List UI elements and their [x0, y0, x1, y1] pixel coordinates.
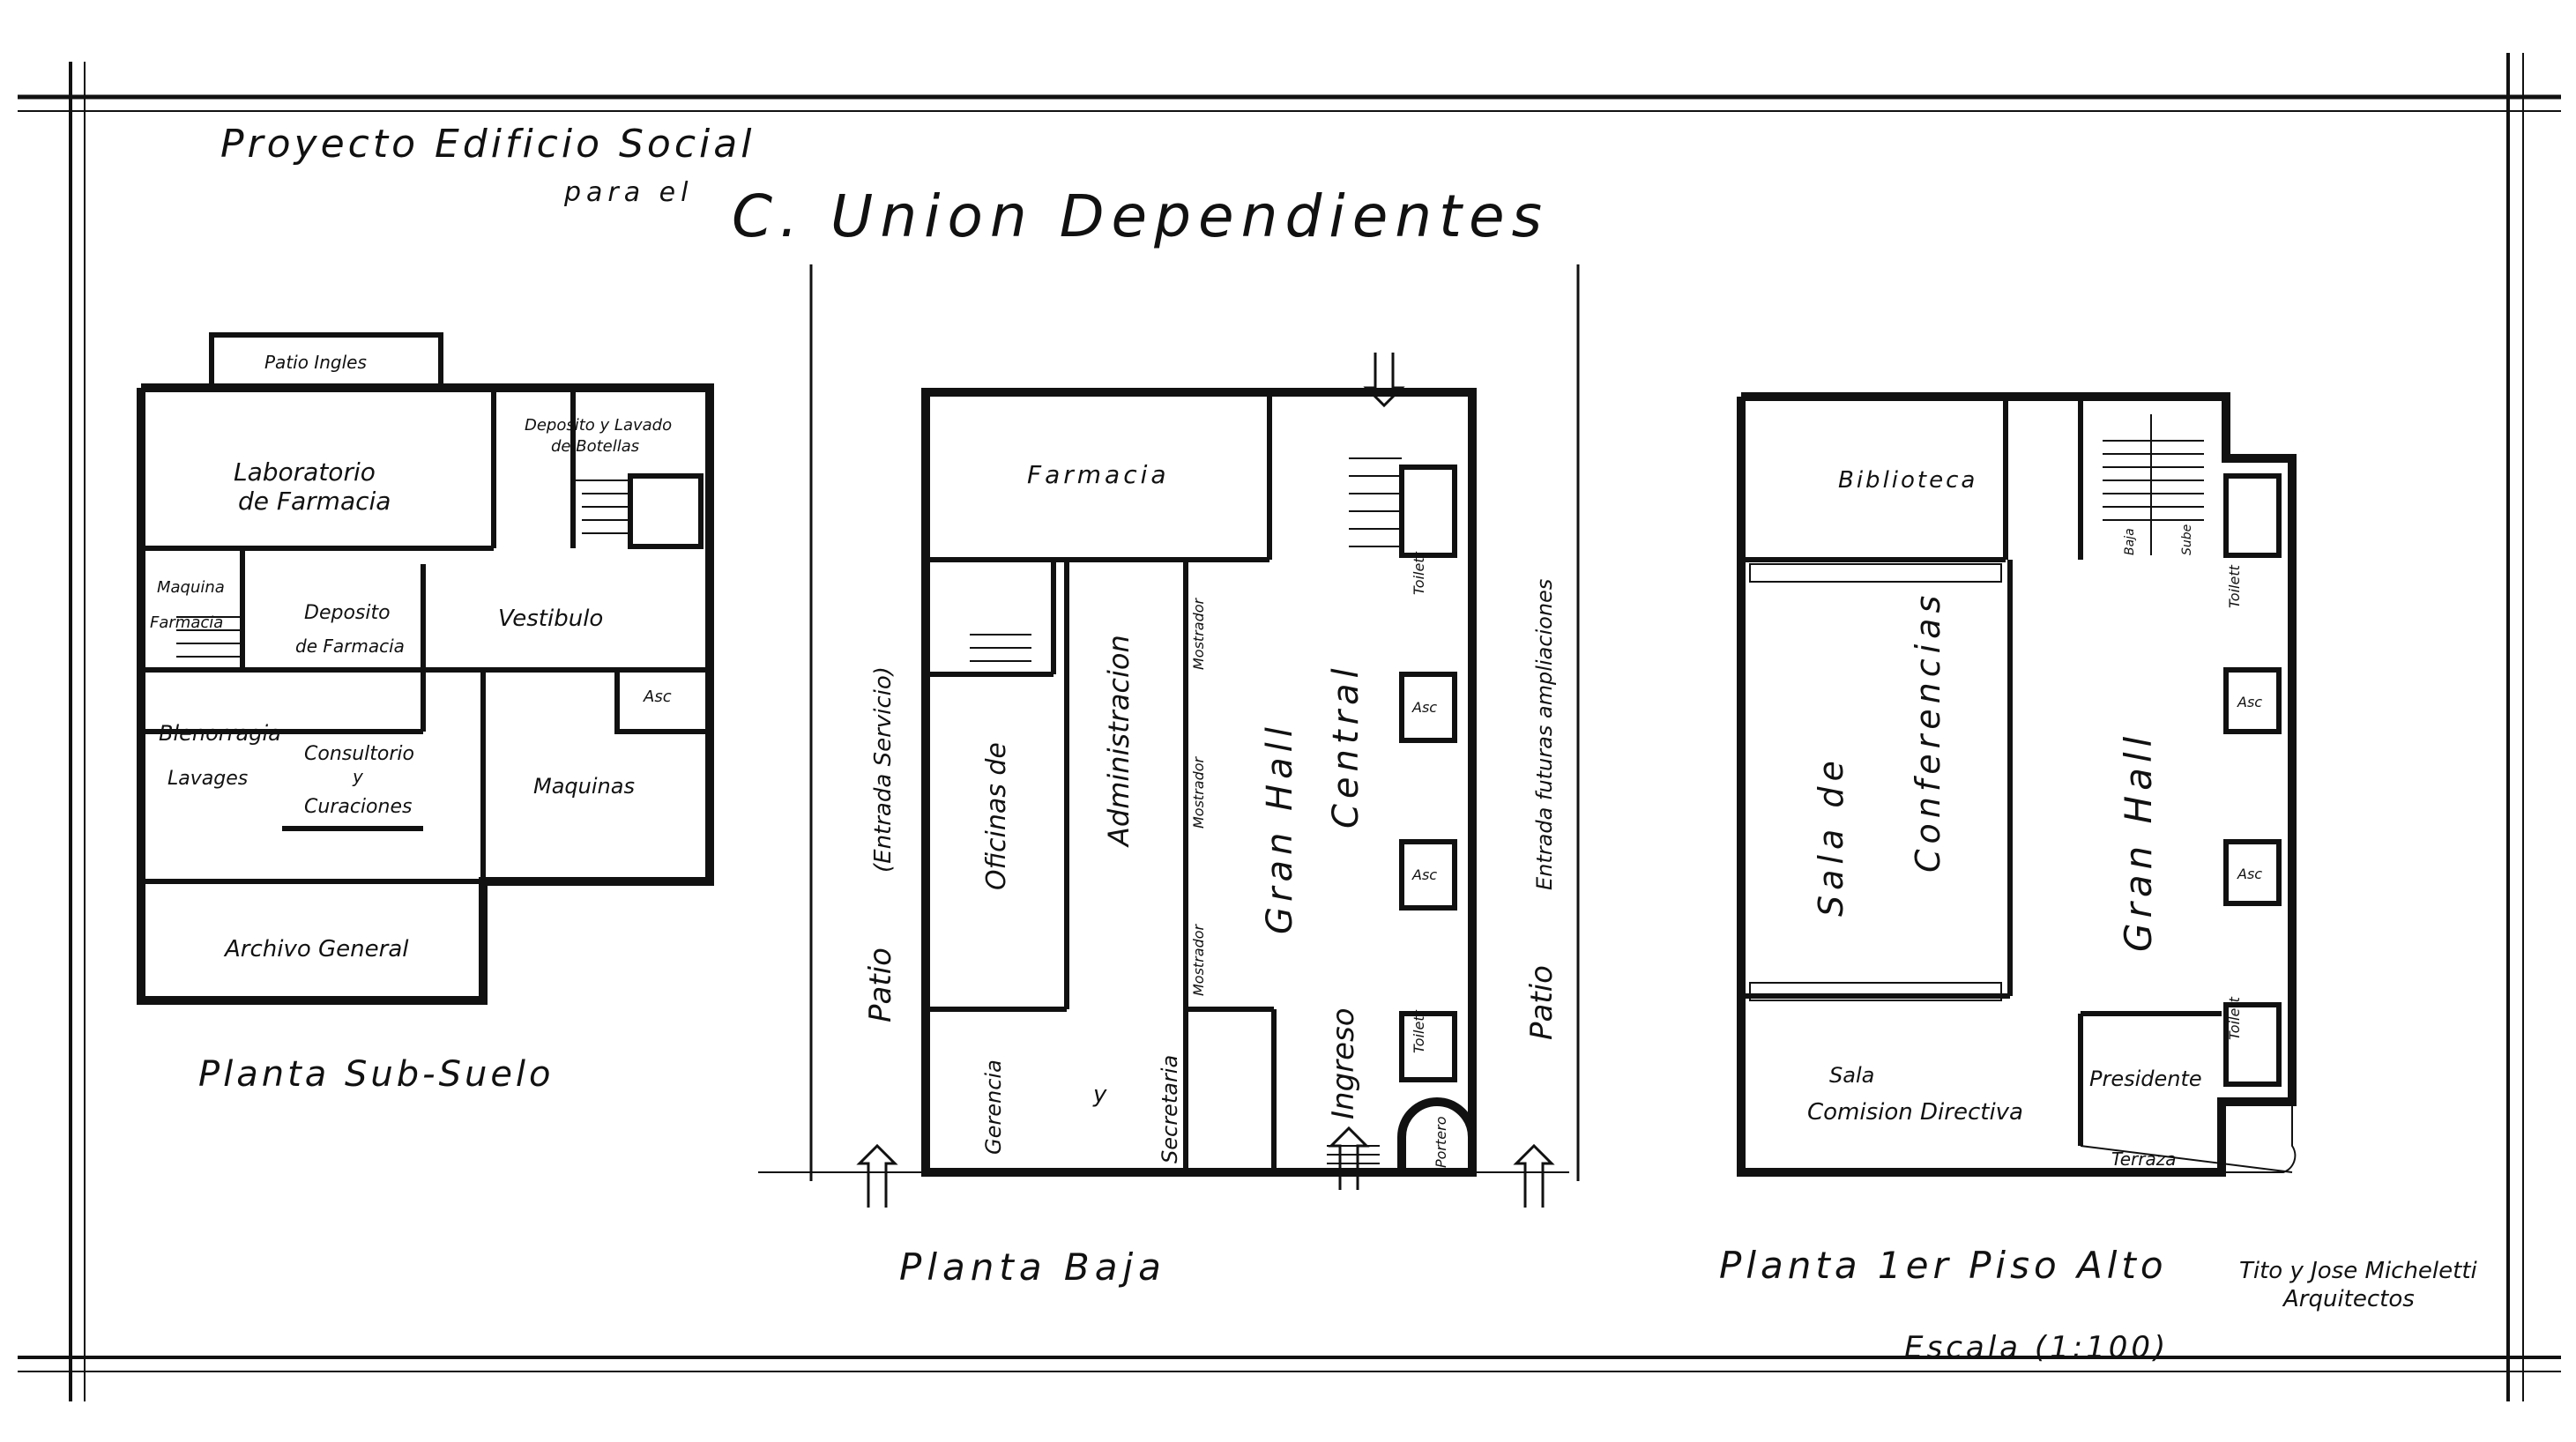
label-patio-left: Patio: [863, 948, 898, 1022]
label-oficinas-de: Oficinas de: [981, 742, 1012, 890]
caption-planta-alto: Planta 1er Piso Alto: [1719, 1244, 2168, 1287]
label-deposito-farmacia-2: de Farmacia: [295, 636, 405, 657]
label-consultorio: Consultorio: [304, 743, 414, 765]
label-farmacia: Farmacia: [1027, 460, 1170, 489]
label-toilett-alto-1: Toilett: [2226, 564, 2243, 608]
label-patio-right: Patio: [1524, 965, 1560, 1040]
label-gerencia: Gerencia: [981, 1059, 1006, 1155]
label-patio-ingles: Patio Ingles: [264, 352, 367, 373]
title-line-2: para el: [563, 177, 693, 208]
label-ingreso: Ingreso: [1326, 1007, 1361, 1119]
title-block: Proyecto Edificio Social para el C. Unio…: [220, 122, 1549, 250]
entry-arrows: [856, 353, 1555, 1208]
label-blenorragia: Blenorragia: [159, 721, 281, 746]
label-sala: Sala: [1829, 1063, 1874, 1088]
title-line-1: Proyecto Edificio Social: [220, 122, 755, 167]
caption-planta-subsuelo: Planta Sub-Suelo: [198, 1054, 555, 1095]
label-gran-hall-baja: Gran Hall: [1260, 722, 1300, 934]
label-maquinas: Maquinas: [533, 774, 635, 799]
label-sala-de: Sala de: [1812, 755, 1850, 917]
label-entrada-servicio: (Entrada Servicio): [870, 666, 897, 873]
label-archivo-general: Archivo General: [223, 936, 409, 963]
label-portero: Portero: [1433, 1116, 1449, 1168]
architects-title: Arquitectos: [2282, 1286, 2415, 1312]
credits: Tito y Jose Micheletti Arquitectos Escal…: [1904, 1258, 2478, 1365]
label-futuras-ampliaciones: Entrada futuras ampliaciones: [1532, 579, 1557, 890]
architects-names: Tito y Jose Micheletti: [2239, 1258, 2478, 1284]
label-administracion: Administracion: [1102, 635, 1135, 848]
label-presidente: Presidente: [2089, 1067, 2202, 1091]
label-deposito-lavado: Deposito y Lavado: [525, 416, 672, 435]
label-baja-stair: Baja: [2123, 528, 2137, 555]
scale-label: Escala (1:100): [1904, 1330, 2169, 1365]
label-mostrador-1: Mostrador: [1190, 597, 1207, 670]
label-laboratorio: Laboratorio: [234, 457, 376, 487]
label-biblioteca: Biblioteca: [1838, 467, 1977, 494]
label-maquina: Maquina: [157, 578, 225, 597]
label-laboratorio-farmacia: de Farmacia: [238, 487, 391, 516]
label-toilett-baja-1: Toilett: [1411, 551, 1427, 595]
title-line-3: C. Union Dependientes: [732, 182, 1549, 250]
label-gran-hall-alto: Gran Hall: [2117, 732, 2160, 952]
label-curaciones: Curaciones: [304, 796, 412, 818]
label-sube-stair: Sube: [2180, 524, 2194, 555]
label-asc-baja-2: Asc: [1411, 866, 1437, 883]
plan-dividers: [809, 264, 1580, 1181]
label-asc-baja-1: Asc: [1411, 699, 1437, 716]
label-central: Central: [1326, 663, 1366, 829]
label-mostrador-3: Mostrador: [1190, 923, 1207, 996]
label-mostrador-2: Mostrador: [1190, 755, 1207, 829]
label-asc-alto-2: Asc: [2237, 866, 2262, 882]
label-consultorio-y: y: [352, 766, 364, 787]
label-conferencias: Conferencias: [1909, 591, 1947, 873]
label-comision-directiva: Comision Directiva: [1807, 1099, 2023, 1126]
label-deposito-botellas: de Botellas: [551, 437, 639, 456]
sheet-border: [18, 53, 2561, 1401]
label-lavages: Lavages: [168, 768, 248, 790]
caption-planta-baja: Planta Baja: [899, 1245, 1166, 1289]
label-subsuelo-asc: Asc: [643, 688, 672, 706]
label-maquina-farmacia: Farmacia: [150, 613, 223, 632]
plan-baja: Farmacia Patio (Entrada Servicio) Oficin…: [758, 353, 1569, 1289]
label-terraza: Terraza: [2111, 1148, 2177, 1170]
plan-subsuelo: Patio Ingles Laboratorio de Farmacia Dep…: [137, 332, 714, 1095]
label-vestibulo: Vestibulo: [498, 606, 603, 632]
label-y: y: [1092, 1082, 1107, 1108]
portero-booth: [1397, 1097, 1477, 1172]
baja-outer-wall: [921, 388, 1477, 1177]
label-toilett-baja-2: Toilett: [1411, 1009, 1427, 1053]
patio-ingles-wall: [209, 332, 443, 388]
label-asc-alto-1: Asc: [2237, 694, 2262, 710]
plan-alto: Biblioteca Sala de Conferencias Gran Hal…: [1719, 392, 2297, 1287]
label-deposito-farmacia: Deposito: [304, 602, 391, 624]
label-secretaria: Secretaria: [1158, 1055, 1182, 1163]
label-toilett-alto-2: Toilett: [2226, 996, 2243, 1040]
